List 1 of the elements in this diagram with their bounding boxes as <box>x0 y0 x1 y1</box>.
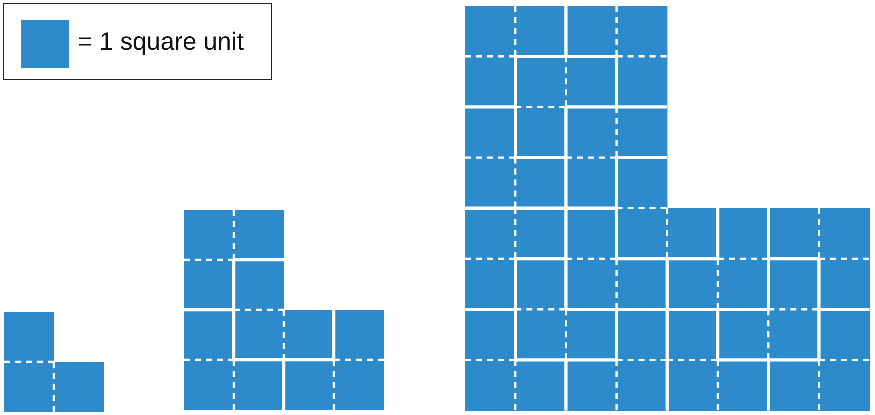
legend-text: = 1 square unit <box>78 27 244 58</box>
